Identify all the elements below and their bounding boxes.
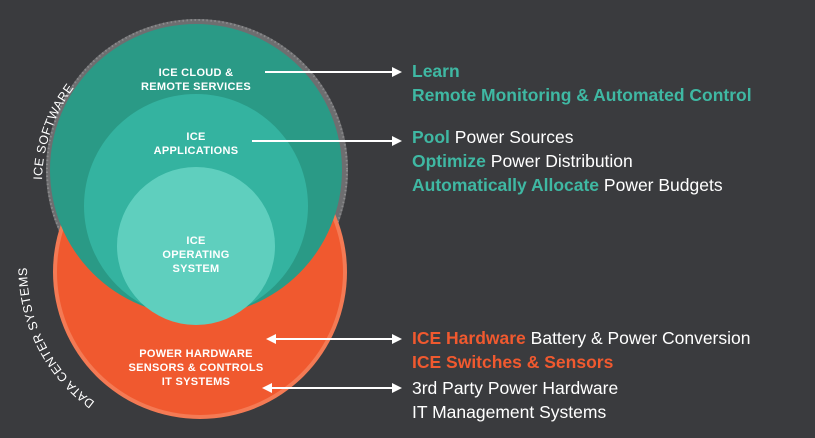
optimize-rest: Power Distribution [485, 151, 633, 171]
line-learn: Learn [412, 61, 460, 82]
os-label-1: ICE [186, 235, 205, 247]
ice-switches-highlight: ICE Switches & Sensors [412, 352, 614, 372]
apps-label-1: ICE [186, 131, 205, 143]
third-party-text: 3rd Party Power Hardware [412, 378, 619, 398]
line-third-party: 3rd Party Power Hardware [412, 378, 618, 399]
line-ice-hardware: ICE Hardware Battery & Power Conversion [412, 328, 750, 349]
optimize-highlight: Optimize [412, 151, 486, 171]
line-optimize: Optimize Power Distribution [412, 151, 633, 172]
os-circle [117, 167, 275, 325]
allocate-highlight: Automatically Allocate [412, 175, 600, 195]
cloud-label-1: ICE CLOUD & [159, 67, 234, 79]
allocate-rest: Power Budgets [599, 175, 723, 195]
os-label-3: SYSTEM [172, 263, 219, 275]
line-ice-switches: ICE Switches & Sensors [412, 352, 613, 373]
apps-label-2: APPLICATIONS [154, 145, 239, 157]
os-label-2: OPERATING [162, 249, 229, 261]
hardware-label-3: IT SYSTEMS [162, 376, 230, 388]
line-pool: Pool Power Sources [412, 127, 573, 148]
it-mgmt-text: IT Management Systems [412, 402, 607, 422]
line-it-mgmt: IT Management Systems [412, 402, 606, 423]
cloud-label-2: REMOTE SERVICES [141, 81, 251, 93]
pool-highlight: Pool [412, 127, 450, 147]
pool-rest: Power Sources [449, 127, 574, 147]
learn-highlight: Learn [412, 61, 460, 81]
software-ring-dots [46, 19, 348, 321]
hardware-label-2: SENSORS & CONTROLS [129, 362, 264, 374]
line-remote: Remote Monitoring & Automated Control [412, 85, 752, 106]
remote-highlight: Remote Monitoring & Automated Control [412, 85, 752, 105]
hardware-label-1: POWER HARDWARE [139, 348, 253, 360]
line-allocate: Automatically Allocate Power Budgets [412, 175, 723, 196]
ice-hardware-rest: Battery & Power Conversion [525, 328, 751, 348]
ice-hardware-highlight: ICE Hardware [412, 328, 526, 348]
